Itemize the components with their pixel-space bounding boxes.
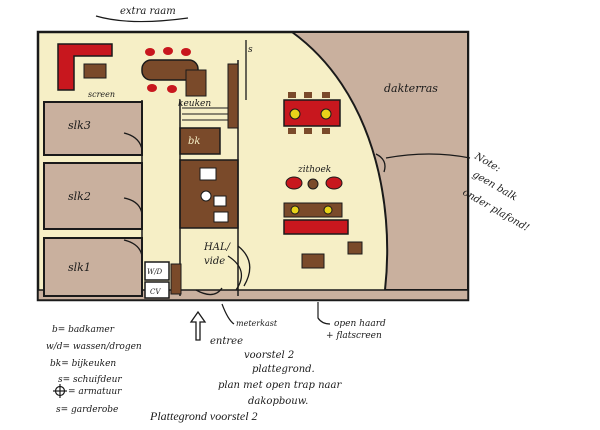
- legend-item: bk= bijkeuken: [50, 359, 116, 369]
- label-entree: entree: [210, 336, 243, 347]
- red-couch: [283, 219, 349, 235]
- bijkeuken-room: [179, 127, 221, 155]
- bedroom-1: [43, 237, 143, 297]
- label-wd: W/D: [147, 268, 163, 276]
- wash-dry-room: [144, 261, 170, 281]
- proposal-line: plattegrond.: [252, 364, 315, 375]
- legend-item: s= schuifdeur: [58, 375, 122, 385]
- fixture-symbol: [320, 108, 332, 120]
- coffee-table: [83, 63, 107, 79]
- chair: [145, 48, 155, 56]
- label-screen: screen: [88, 90, 115, 99]
- label-slk3: slk3: [68, 119, 91, 132]
- wardrobe: [170, 263, 182, 295]
- kitchen-area: [57, 40, 247, 129]
- proposal-text: voorstel 2 plattegrond. plan met open tr…: [218, 350, 342, 407]
- legend-item: b= badkamer: [52, 325, 115, 335]
- legend-item: s= garderobe: [56, 405, 118, 415]
- plan-labels: extra raam screen keuken s dakterras slk…: [68, 6, 438, 296]
- label-extra-raam: extra raam: [120, 6, 176, 17]
- bedroom-2: [43, 162, 143, 230]
- fixture-symbol: [323, 205, 333, 215]
- shower-fixture: [213, 211, 229, 223]
- entree-arrow-icon: [189, 310, 207, 341]
- legend: b= badkamer w/d= wassen/drogen bk= bijke…: [46, 325, 142, 415]
- central-core: [144, 60, 251, 299]
- label-zithoek: zithoek: [297, 165, 331, 175]
- stair-spiral: [237, 245, 251, 287]
- boiler-room: [144, 281, 170, 299]
- proposal-line: plan met open trap naar: [218, 380, 342, 391]
- label-meterkast: meterkast: [236, 319, 278, 328]
- kitchen-island: [185, 69, 207, 97]
- legend-item: = armatuur: [68, 387, 122, 397]
- label-dakterras: dakterras: [384, 82, 438, 95]
- chair: [147, 84, 157, 92]
- open-haard-pointer: [317, 302, 331, 325]
- stair-spiral: [227, 255, 243, 291]
- label-flatscreen: + flatscreen: [326, 331, 382, 341]
- meterkast-pointer: [221, 303, 235, 325]
- label-slk1: slk1: [68, 261, 91, 274]
- stair: [182, 107, 236, 121]
- fixture-symbol: [289, 108, 301, 120]
- entry-door-arc: [195, 287, 223, 296]
- bedroom-3: [43, 101, 143, 156]
- sink-fixture: [213, 195, 227, 207]
- proposal-line: voorstel 2: [244, 350, 294, 361]
- sink-fixture: [200, 190, 212, 202]
- label-s-top: s: [248, 45, 253, 55]
- label-vide: vide: [204, 256, 225, 267]
- label-slk2: slk2: [68, 190, 91, 203]
- armchair: [285, 176, 303, 190]
- red-sofa: [57, 43, 113, 91]
- extra-raam-bracket: [95, 15, 189, 23]
- ottoman: [301, 253, 325, 269]
- toilet-fixture: [199, 167, 217, 181]
- fixture-icon: [53, 384, 67, 398]
- bottom-annotations: entree meterkast open haard + flatscreen: [189, 302, 386, 347]
- chair: [163, 47, 173, 55]
- fixture-symbol: [290, 205, 300, 215]
- kitchen-counter: [227, 63, 239, 129]
- label-hal: HAL/: [203, 242, 232, 253]
- label-open-haard: open haard: [334, 319, 386, 329]
- door-arc: [375, 153, 386, 173]
- note-arrow: [385, 153, 471, 159]
- caption: Plattegrond voorstel 2: [149, 409, 258, 423]
- chair: [167, 85, 177, 93]
- plant: [347, 241, 363, 255]
- label-keuken: keuken: [178, 99, 211, 109]
- bedrooms: [43, 100, 143, 297]
- ledge-strip: [37, 289, 469, 301]
- side-table: [307, 178, 319, 190]
- label-cv: CV: [150, 288, 161, 296]
- armchair: [325, 176, 343, 190]
- proposal-line: dakopbouw.: [248, 396, 308, 407]
- legend-item: w/d= wassen/drogen: [46, 342, 142, 352]
- note-line: onder plafond!: [461, 187, 531, 234]
- label-bk: bk: [188, 136, 200, 147]
- living-area: [195, 92, 386, 296]
- chair: [181, 48, 191, 56]
- dining-chairs: [288, 92, 330, 134]
